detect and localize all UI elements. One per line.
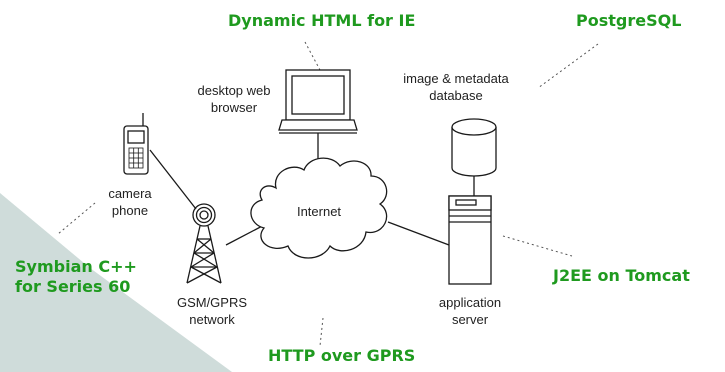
app-server-label: application server: [438, 295, 502, 327]
tower-signal-inner: [199, 210, 209, 220]
phone-screen: [127, 130, 145, 144]
link-phone-tower: [149, 149, 197, 210]
phone-keypad: [128, 147, 144, 169]
internet-label: Internet: [296, 204, 342, 219]
gsm-gprs-label: GSM/GPRS network: [176, 295, 248, 327]
tower-brace-6: [186, 266, 218, 284]
mobile-phone-icon: [123, 113, 149, 175]
leader-lines: [57, 41, 599, 347]
leader-postgresql: [537, 43, 599, 89]
tech-postgresql: PostgreSQL: [576, 11, 682, 30]
tower-brace-3: [193, 252, 218, 268]
tech-symbian: Symbian C++ for Series 60: [15, 257, 137, 296]
server-slot: [455, 199, 477, 206]
tower-brace-4: [190, 252, 215, 268]
link-internet-server: [387, 221, 450, 246]
tower-brace-5: [190, 266, 222, 284]
server-body: [448, 195, 492, 285]
leader-http-gprs: [319, 317, 324, 347]
monitor-screen: [291, 75, 345, 115]
monitor-base: [278, 119, 358, 131]
tower-leg-left: [186, 225, 201, 284]
tower-brace-2: [193, 238, 212, 254]
cylinder-top: [451, 118, 497, 136]
radio-tower-icon: [186, 203, 222, 284]
desktop-label: desktop web browser: [197, 83, 271, 115]
computer-monitor-icon: [278, 69, 358, 134]
tower-signal-outer: [192, 203, 216, 227]
tower-signal-middle: [195, 206, 213, 224]
tower-brace-1: [196, 238, 215, 254]
corner-wedge: [0, 193, 232, 372]
database-cylinder-icon: [451, 118, 497, 177]
database-label: image & metadata database: [403, 71, 509, 103]
tech-http-gprs: HTTP over GPRS: [268, 346, 416, 365]
server-tower-icon: [448, 195, 492, 285]
camera-phone-label: camera phone: [108, 186, 152, 218]
tech-dynamic-html: Dynamic HTML for IE: [228, 11, 416, 30]
cylinder-body: [451, 127, 497, 177]
tower-leg-right: [207, 225, 222, 284]
tech-j2ee: J2EE on Tomcat: [553, 266, 690, 285]
leader-dynamic-html: [304, 41, 321, 71]
cloud-icon: [250, 157, 388, 259]
leader-symbian: [57, 202, 96, 235]
leader-j2ee: [502, 235, 573, 257]
